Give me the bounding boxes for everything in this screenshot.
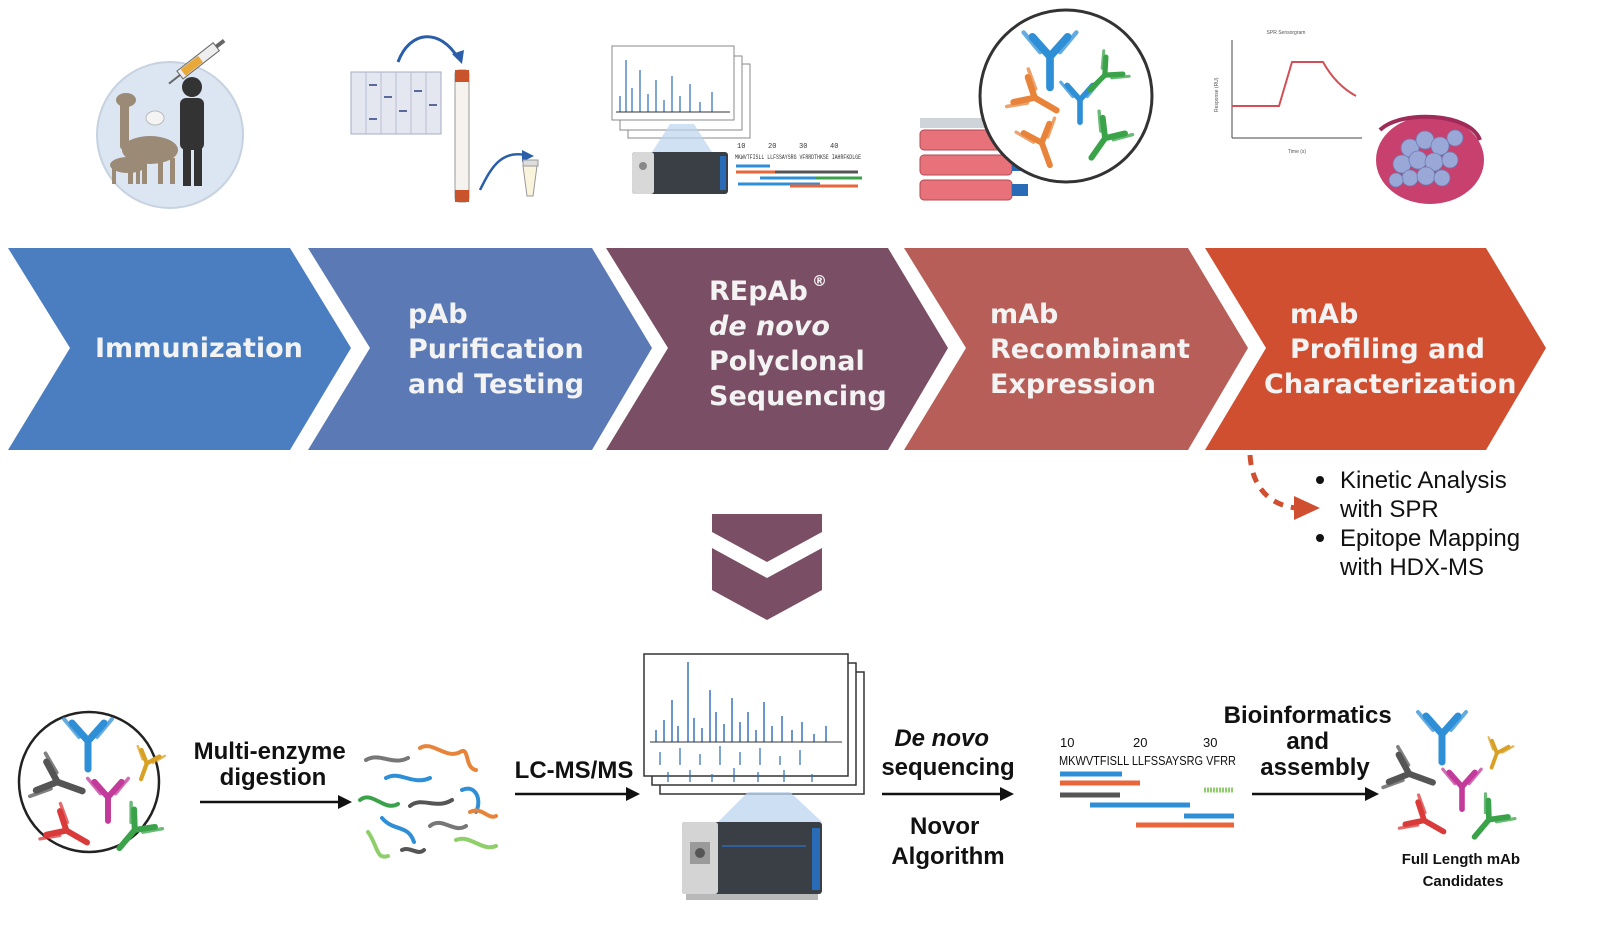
chevron-purification <box>308 248 652 450</box>
chevron-label-characterization: mAb Profiling and Characterization <box>1264 299 1516 400</box>
spr-illustration: SPR Sensorgram Time (s) Response (RU) <box>1214 30 1484 204</box>
ms-tick-label: 40 <box>830 143 838 151</box>
chevron-label-purification: pAb Purification and Testing <box>408 299 593 400</box>
bullet-dot <box>1316 534 1324 542</box>
ms-tick-label: 30 <box>799 143 807 151</box>
step-multi-enzyme-digestion: Multi-enzyme digestion <box>194 738 353 791</box>
spr-title: SPR Sensorgram <box>1267 30 1306 36</box>
step-lc-ms-ms: LC-MS/MS <box>515 757 634 784</box>
purification-illustration <box>350 35 539 203</box>
seq-tick-label: 10 <box>1060 735 1074 750</box>
arrow-4-head <box>1365 787 1379 801</box>
characterization-detail: Kinetic Analysis with SPR Epitope Mappin… <box>1247 454 1527 581</box>
ms-tick-label: 10 <box>737 143 745 151</box>
spr-ylabel: Response (RU) <box>1214 77 1220 112</box>
sequence-text: MKWVTFISLL LLFSSAYSRG VFRR <box>1059 753 1236 768</box>
registered-mark: ® <box>812 272 827 290</box>
down-arrow <box>712 514 822 620</box>
pipeline-chevrons: Immunization pAb Purification and Testin… <box>8 248 1546 450</box>
polyclonal-antibodies <box>17 710 165 861</box>
protein-structure <box>1376 114 1484 204</box>
mass-spec-illustration: 10 20 30 40 MKWVTFISLL LLFSSAYSRG VFRRDT… <box>611 45 862 194</box>
chevron-label-immunization: Immunization <box>95 333 303 364</box>
recombinant-expression-illustration <box>919 8 1154 201</box>
chevron-label-expression: mAb Recombinant Expression <box>990 299 1199 400</box>
spectra-instrument <box>643 653 865 900</box>
chevron-label-sequencing: REpAb de novo Polyclonal Sequencing <box>709 276 887 412</box>
monoclonal-candidates <box>1383 712 1515 849</box>
ms-tick-label: 20 <box>768 143 776 151</box>
ms-sequence: MKWVTFISLL LLFSSAYSRG VFRRDTHKSE IAHRFKD… <box>735 154 861 161</box>
seq-tick-label: 20 <box>1133 735 1147 750</box>
chevron-expression <box>904 248 1248 450</box>
peptide-fragments <box>358 744 498 859</box>
spr-xlabel: Time (s) <box>1288 149 1306 155</box>
chevron-immunization <box>8 248 351 450</box>
dashed-arrow-head <box>1294 496 1320 520</box>
chevron-characterization <box>1205 248 1546 450</box>
bullet-kinetic-analysis: Kinetic Analysis with SPR <box>1339 467 1513 523</box>
step-de-novo-sequencing: De novo sequencing <box>881 725 1014 781</box>
arrow-2-head <box>626 787 640 801</box>
seq-tick-label: 30 <box>1203 735 1217 750</box>
immunization-illustration <box>96 38 244 209</box>
step-novor-algorithm: Novor Algorithm <box>891 813 1004 870</box>
step-bioinformatics-assembly: Bioinformatics and assembly <box>1224 702 1399 781</box>
dashed-arrow <box>1247 454 1297 511</box>
arrow-3-head <box>1000 787 1014 801</box>
bullet-dot <box>1316 476 1324 484</box>
sequence-alignment: 10 20 30 MKWVTFISLL LLFSSAYSRG VFRR <box>1059 735 1236 828</box>
bullet-epitope-mapping: Epitope Mapping with HDX-MS <box>1339 525 1527 581</box>
chevron-sequencing <box>606 248 948 450</box>
result-label: Full Length mAb Candidates <box>1402 851 1525 890</box>
arrow-1-head <box>338 795 352 809</box>
